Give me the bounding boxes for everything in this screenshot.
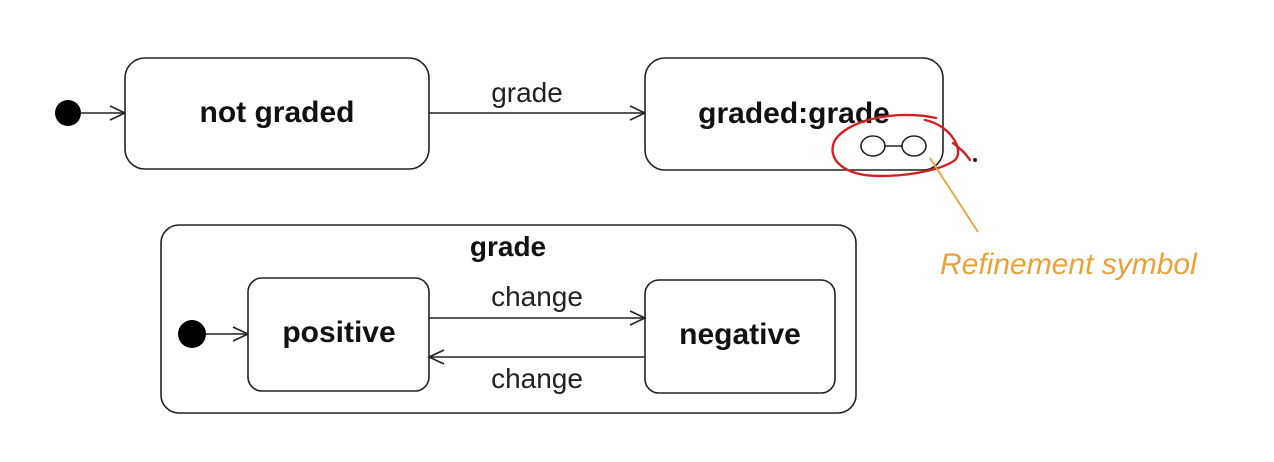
state-not-graded: not graded: [124, 57, 430, 170]
transition-grade-label: grade: [491, 77, 563, 108]
annotation-pointer: [929, 157, 979, 233]
initial-node-inner: [178, 320, 206, 348]
state-not-graded-label: not graded: [200, 96, 355, 129]
refinement-highlight: [831, 113, 972, 178]
state-positive: positive: [247, 277, 430, 392]
transition-pos-to-neg-label: change: [491, 281, 583, 312]
state-negative: negative: [644, 279, 836, 394]
annotation-text: Refinement symbol: [940, 248, 1198, 281]
state-positive-label: positive: [282, 316, 395, 349]
state-graded-grade-label: graded:grade: [698, 97, 890, 130]
stray-dot: [973, 158, 977, 162]
transition-neg-to-pos-label: change: [491, 363, 583, 394]
initial-node-top: [55, 100, 81, 126]
refinement-symbol-icon: [860, 135, 927, 157]
state-graded-grade: graded:grade: [644, 57, 944, 171]
composite-state-grade-label: grade: [470, 231, 546, 262]
state-negative-label: negative: [679, 318, 801, 351]
